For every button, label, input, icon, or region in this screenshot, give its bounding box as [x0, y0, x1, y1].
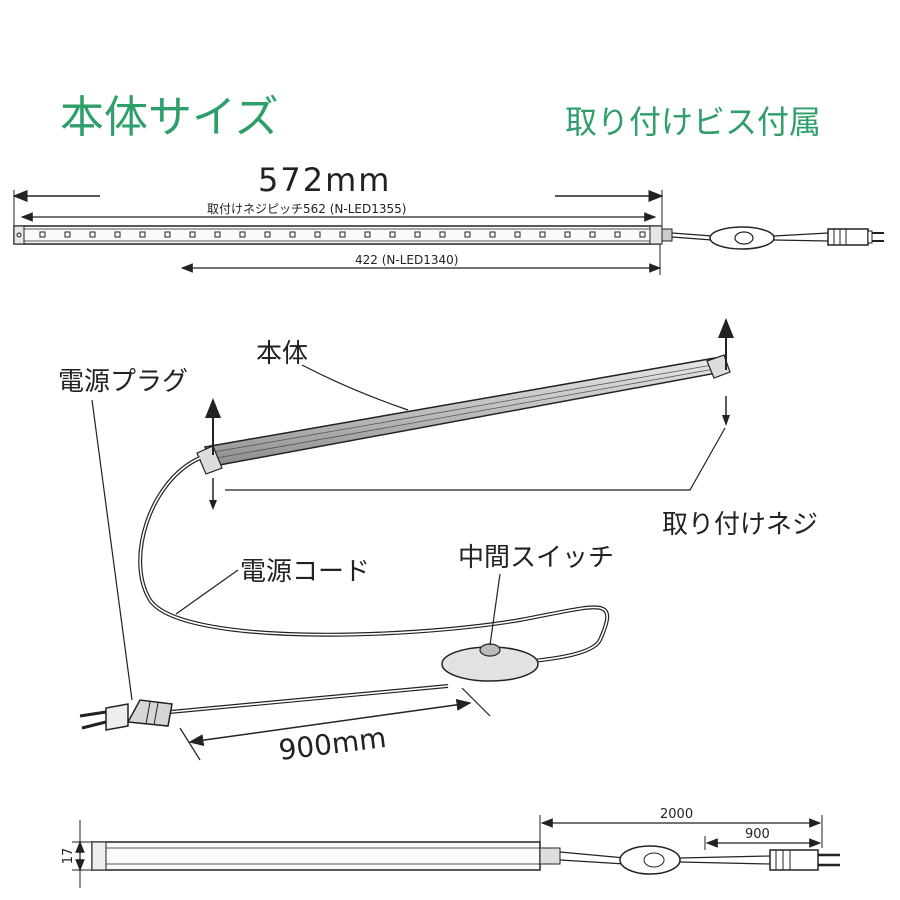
cord-switch-label: 900 — [745, 827, 770, 842]
led-chip — [139, 231, 146, 238]
cord-length-dimension — [188, 698, 472, 747]
power-plug — [79, 699, 173, 731]
pitch-label: 取付けネジピッチ562 (N-LED1355) — [207, 202, 406, 216]
led-chip — [414, 231, 421, 238]
switch-side-view — [619, 845, 681, 875]
led-chip — [389, 231, 396, 238]
led-bar-perspective — [203, 357, 724, 467]
led-chip — [264, 231, 271, 238]
led-chip — [89, 231, 96, 238]
height-label: 17 — [61, 848, 76, 865]
led-chip — [514, 231, 521, 238]
led-chip — [214, 231, 221, 238]
led-chip — [539, 231, 546, 238]
led-chip — [639, 231, 646, 238]
switch-top-view — [709, 226, 775, 250]
led-chip — [614, 231, 621, 238]
led-chip — [289, 231, 296, 238]
led-bar-side — [91, 841, 541, 871]
led-chip — [464, 231, 471, 238]
led-chip — [239, 231, 246, 238]
led-chip — [564, 231, 571, 238]
label-inline-switch: 中間スイッチ — [458, 543, 614, 573]
led-chip — [589, 231, 596, 238]
led-chip — [339, 231, 346, 238]
led-chip — [314, 231, 321, 238]
led-chip — [189, 231, 196, 238]
led-chip — [439, 231, 446, 238]
label-screw: 取り付けネジ — [662, 510, 818, 540]
side-view: 17 2000 900 — [61, 807, 840, 888]
led-chip — [489, 231, 496, 238]
led-chip — [114, 231, 121, 238]
led-chips — [39, 231, 646, 238]
plug-side-view — [769, 849, 840, 871]
total-length-label: 572mm — [258, 161, 391, 199]
led-chip — [164, 231, 171, 238]
label-power-cord: 電源コード — [240, 557, 370, 587]
led-chip — [39, 231, 46, 238]
short-label: 422 (N-LED1340) — [355, 253, 458, 267]
title-heading: 本体サイズ — [60, 92, 279, 143]
plug-top-view — [827, 228, 884, 246]
top-view: 取付けネジピッチ562 (N-LED1355) 422 (N-LED1340) — [12, 190, 884, 275]
screws-included-note: 取り付けビス付属 — [565, 103, 821, 141]
perspective-view: 本体 取り付けネジ 電源プラグ 電源コード 中間スイッチ 900 — [58, 318, 818, 767]
led-chip — [64, 231, 71, 238]
label-power-plug: 電源プラグ — [58, 367, 188, 397]
cord-total-label: 2000 — [660, 807, 693, 822]
label-body: 本体 — [256, 339, 308, 369]
led-chip — [364, 231, 371, 238]
